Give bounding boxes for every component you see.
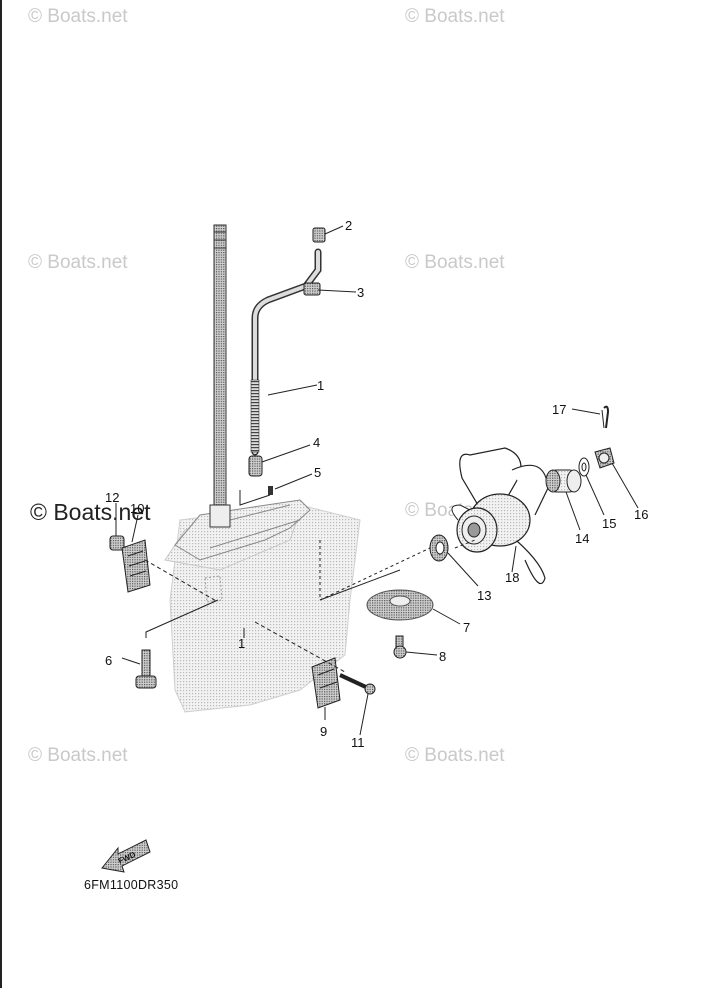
callout-1: 1	[317, 378, 324, 393]
bolt-8	[393, 635, 407, 659]
disc-7	[366, 589, 434, 621]
callout-1b: 1	[238, 636, 245, 651]
anode-10	[121, 539, 151, 593]
fwd-arrow-icon: FWD	[101, 839, 151, 873]
water-tube	[250, 248, 322, 456]
bolt-11	[339, 673, 376, 695]
callout-8: 8	[439, 649, 446, 664]
watermark: © Boats.net	[28, 745, 128, 766]
bolt-6	[135, 649, 157, 689]
callout-14: 14	[575, 531, 589, 546]
callout-6: 6	[105, 653, 112, 668]
washer-15	[578, 457, 590, 477]
watermark: © Boats.net	[28, 6, 128, 27]
diagram-code: 6FM1100DR350	[84, 878, 179, 892]
drive-shaft	[209, 224, 231, 528]
callout-4: 4	[313, 435, 320, 450]
callout-12: 12	[105, 490, 119, 505]
pin-5	[268, 486, 273, 495]
callout-5: 5	[314, 465, 321, 480]
callout-9: 9	[320, 724, 327, 739]
watermark: © Boats.net	[405, 745, 505, 766]
left-border	[0, 0, 2, 988]
callout-13: 13	[477, 588, 491, 603]
callout-18: 18	[505, 570, 519, 585]
leader-lines	[115, 225, 639, 736]
spacer-14	[545, 469, 582, 493]
nut-16	[594, 447, 615, 469]
callout-labels: 1 2 3 4 5 6 7 8 9 10 11 12 13 14 15 16 1…	[105, 218, 648, 750]
thrust-washer-13	[429, 534, 449, 562]
cotter-pin-17	[601, 405, 610, 429]
assembly-lines	[144, 490, 476, 673]
watermark: © Boats.net	[405, 252, 505, 273]
propeller-18	[451, 447, 549, 585]
callout-16: 16	[634, 507, 648, 522]
callout-10: 10	[130, 501, 144, 516]
anode-9	[311, 657, 341, 709]
prominent-watermark: © Boats.net	[30, 499, 151, 525]
callout-2: 2	[345, 218, 352, 233]
callout-17: 17	[552, 402, 566, 417]
callout-7: 7	[463, 620, 470, 635]
callout-15: 15	[602, 516, 616, 531]
nut-12	[109, 535, 125, 551]
grommet-4	[248, 455, 263, 477]
grommet-2	[312, 227, 326, 243]
watermark: © Boats.net	[405, 6, 505, 27]
callout-3: 3	[357, 285, 364, 300]
clamp-3	[303, 282, 321, 296]
callout-11: 11	[351, 735, 365, 750]
watermark: © Boats.net	[28, 252, 128, 273]
